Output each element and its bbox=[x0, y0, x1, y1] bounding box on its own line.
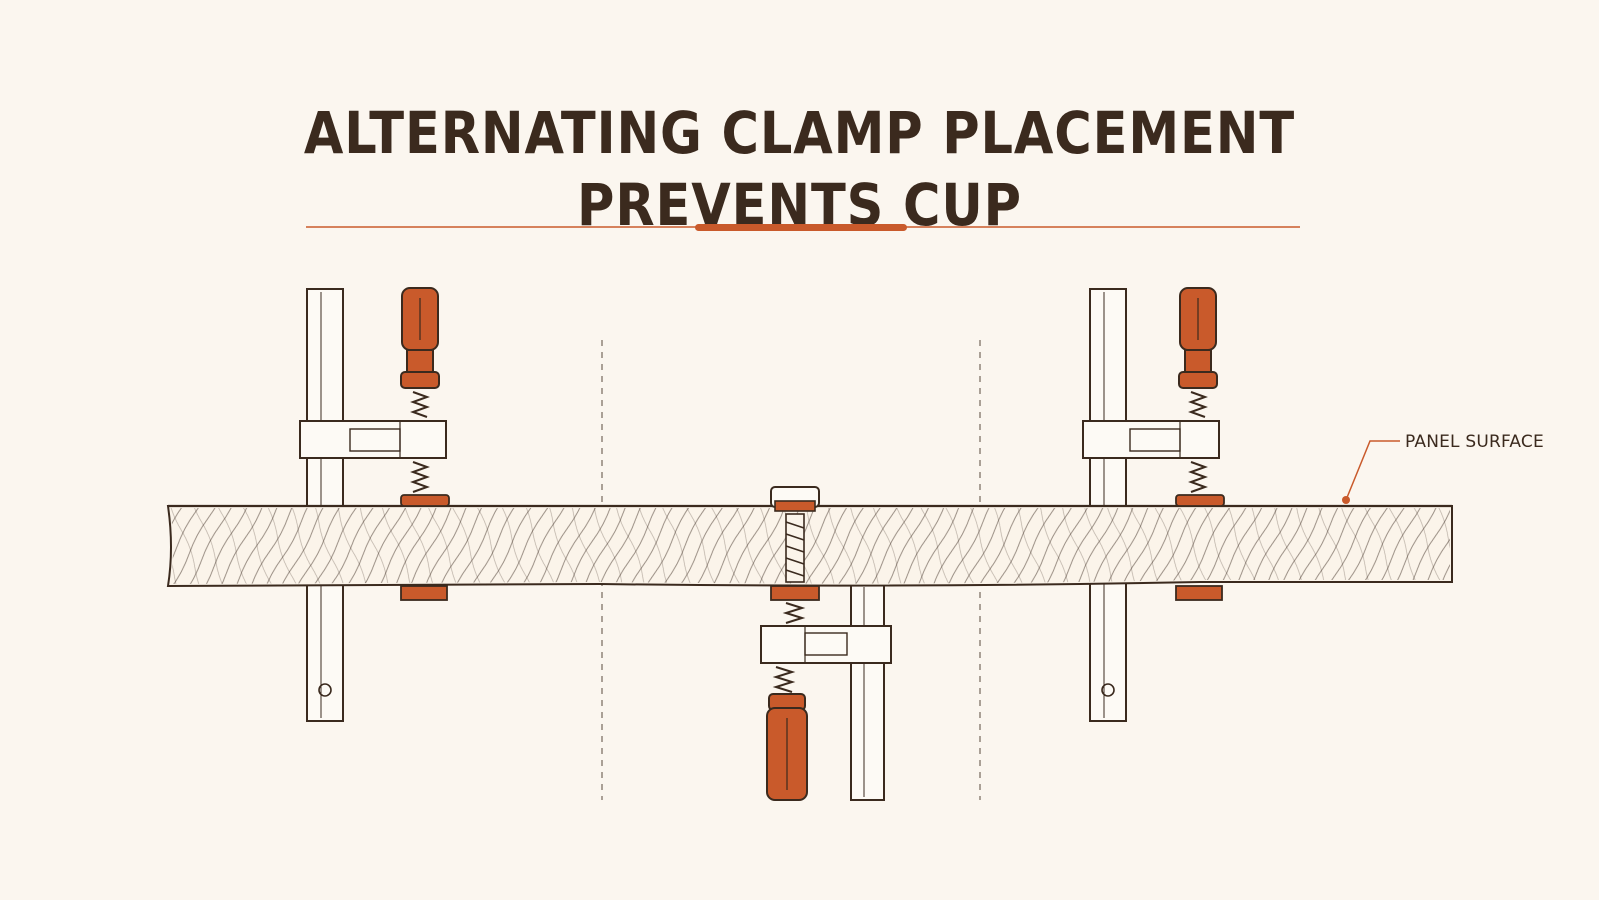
clamp-center-top-pad bbox=[770, 486, 820, 512]
clamp-right-pad-bottom bbox=[1175, 585, 1223, 601]
clamp-left-screw-lower bbox=[410, 461, 430, 493]
clamp-right-pad-top bbox=[1175, 494, 1225, 507]
clamp-left-screw-upper bbox=[410, 391, 430, 418]
clamp-right-screw-lower bbox=[1188, 461, 1208, 493]
clamp-left-pad-top bbox=[400, 494, 450, 507]
title-divider bbox=[306, 224, 1300, 231]
panel-surface-callout bbox=[1342, 440, 1400, 504]
clamp-left-jaw bbox=[299, 420, 447, 459]
clamp-center-bar bbox=[850, 583, 885, 801]
clamp-center-jaw bbox=[760, 625, 892, 664]
clamp-right-handle bbox=[1178, 287, 1218, 389]
clamp-center-handle bbox=[766, 693, 808, 801]
clamp-center-pad-bottom bbox=[770, 585, 820, 601]
diagram-title: ALTERNATING CLAMP PLACEMENT PREVENTS CUP bbox=[96, 97, 1503, 241]
clamp-left bbox=[299, 287, 450, 601]
panel-surface-label: PANEL SURFACE bbox=[1405, 432, 1544, 452]
title-line-1: ALTERNATING CLAMP PLACEMENT bbox=[303, 98, 1296, 167]
clamp-left-pad-bottom bbox=[400, 585, 448, 601]
clamp-center-screw-lower bbox=[772, 666, 796, 693]
clamp-center-screw-upper bbox=[782, 602, 806, 624]
clamp-right bbox=[1082, 287, 1225, 601]
wood-panel bbox=[166, 504, 1453, 588]
clamp-right-screw-upper bbox=[1188, 391, 1208, 418]
clamp-left-handle bbox=[400, 287, 440, 389]
callout-dot bbox=[1342, 496, 1350, 504]
clamp-right-jaw bbox=[1082, 420, 1220, 459]
clamp-center-screw-through bbox=[785, 513, 805, 583]
clamp-center bbox=[760, 486, 892, 801]
